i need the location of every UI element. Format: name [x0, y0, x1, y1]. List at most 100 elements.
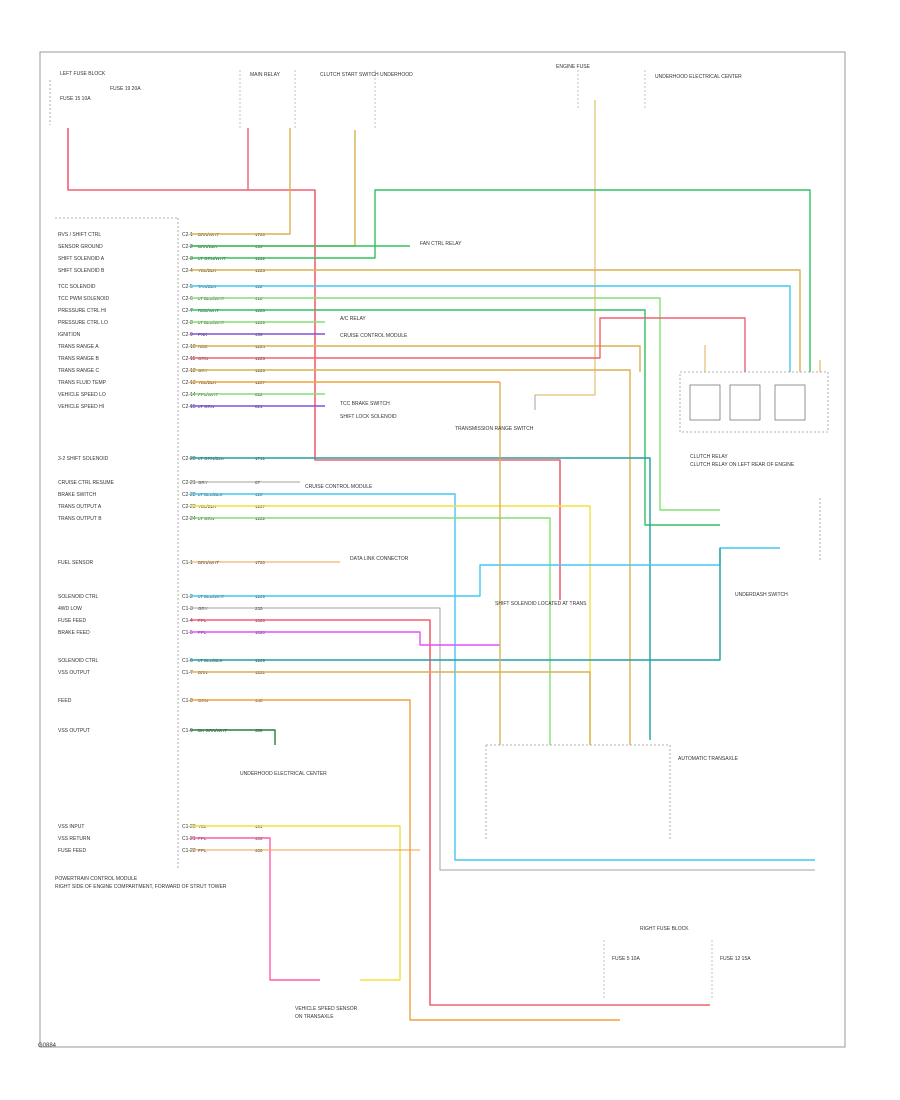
pin-number-label: C2-21 [182, 480, 196, 486]
pin-function-label: SOLENOID CTRL [58, 594, 99, 600]
pin-number-label: C1-8 [182, 698, 193, 704]
pin-number-label: C2-13 [182, 380, 196, 386]
pin-number-label: C1-7 [182, 670, 193, 676]
pin-number-label: C2-15 [182, 404, 196, 410]
diagram-frame [39, 51, 846, 1048]
pin-number-label: C1-5 [182, 630, 193, 636]
pin-number-label: C2-7 [182, 308, 193, 314]
pin-function-label: BRAKE SWITCH [58, 492, 96, 498]
vss-sensor: VEHICLE SPEED SENSOR ON TRANSAXLE [295, 1006, 358, 1020]
pin-number-label: C1-2 [182, 594, 193, 600]
pin-function-label: IGNITION [58, 332, 81, 338]
relay-note-label: CLUTCH RELAY ON LEFT REAR OF ENGINE [690, 462, 795, 468]
diagram-footer-code: G0884 [38, 1043, 57, 1049]
wire-group [67, 100, 821, 1021]
pin-function-label: 4WD LOW [58, 606, 82, 612]
right-fuse-block: RIGHT FUSE BLOCK FUSE 5 10A FUSE 12 15A [603, 926, 751, 1000]
shift-lock-note: SHIFT LOCK SOLENOID [340, 414, 397, 420]
pin-function-label: TRANS RANGE A [58, 344, 99, 350]
pin-function-label: VEHICLE SPEED HI [58, 404, 104, 410]
engine-fuse-label: ENGINE FUSE [556, 64, 591, 70]
wire-trace [190, 457, 651, 740]
pcm-box-note: RIGHT SIDE OF ENGINE COMPARTMENT, FORWAR… [55, 884, 227, 890]
wire-trace [190, 285, 791, 372]
wire-trace [190, 548, 721, 661]
wire-trace [190, 297, 720, 511]
pcm-box-title: POWERTRAIN CONTROL MODULE [55, 876, 138, 882]
pin-number-label: C1-20 [182, 824, 196, 830]
wire-trace [190, 837, 320, 981]
wire-trace [190, 369, 631, 745]
pin-number-label: C2-3 [182, 256, 193, 262]
pin-function-label: VSS OUTPUT [58, 670, 90, 676]
fuse-left-a-label: FUSE 15 10A [60, 96, 91, 102]
underdash-switch-label: UNDERDASH SWITCH [735, 592, 788, 598]
clutch-relay-box: CLUTCH RELAY CLUTCH RELAY ON LEFT REAR O… [679, 371, 829, 468]
underhood-ctr-note: UNDERHOOD ELECTRICAL CENTER [240, 771, 327, 777]
underhood-right-label: UNDERHOOD ELECTRICAL CENTER [655, 74, 742, 80]
pin-number-label: C1-3 [182, 606, 193, 612]
pin-function-label: TRANS FLUID TEMP [58, 380, 107, 386]
pin-number-label: C2-24 [182, 516, 196, 522]
side-notes: FAN CTRL RELAY A/C RELAY CRUISE CONTROL … [240, 241, 462, 777]
pin-function-label: SENSOR GROUND [58, 244, 103, 250]
pin-number-label: C2-14 [182, 392, 196, 398]
pin-function-label: SHIFT SOLENOID B [58, 268, 105, 274]
pin-function-label: FUSE FEED [58, 618, 86, 624]
pin-function-label: VSS RETURN [58, 836, 91, 842]
trans-range-label: TRANSMISSION RANGE SWITCH [455, 426, 534, 432]
pin-number-label: C2-1 [182, 232, 193, 238]
ac-relay-note: A/C RELAY [340, 316, 366, 322]
pin-number-label: C2-11 [182, 356, 195, 362]
wire-trace [190, 825, 401, 981]
wire-trace [190, 493, 815, 861]
pin-function-label: PRESSURE CTRL LO [58, 320, 108, 326]
bottom-right-fuse-label: FUSE 12 15A [720, 956, 751, 962]
pin-function-label: BRAKE FEED [58, 630, 90, 636]
fan-relay-note: FAN CTRL RELAY [420, 241, 462, 247]
cruise-module-note: CRUISE CONTROL MODULE [340, 333, 408, 339]
wire-trace [67, 128, 561, 600]
wire-trace [190, 671, 591, 745]
wire-trace [190, 631, 500, 646]
pin-function-label: VSS OUTPUT [58, 728, 90, 734]
pin-number-label: C2-5 [182, 284, 193, 290]
vss-note-label: ON TRANSAXLE [295, 1014, 334, 1020]
pin-number-label: C1-22 [182, 848, 196, 854]
pin-function-label: VSS INPUT [58, 824, 84, 830]
pin-number-label: C1-1 [182, 560, 193, 566]
pin-number-label: C1-4 [182, 618, 193, 624]
pin-function-label: TRANS OUTPUT B [58, 516, 102, 522]
pin-number-label: C2-10 [182, 344, 196, 350]
pin-function-label: SHIFT SOLENOID A [58, 256, 105, 262]
trans-range-switch: TRANSMISSION RANGE SWITCH SHIFT SOLENOID… [455, 426, 587, 607]
fuse-block-left-label: LEFT FUSE BLOCK [60, 71, 106, 77]
pin-function-label: PRESSURE CTRL HI [58, 308, 106, 314]
underdash-switch-box: UNDERDASH SWITCH [735, 498, 821, 598]
pin-function-label: SOLENOID CTRL [58, 658, 99, 664]
wire-trace [190, 607, 815, 871]
wire-trace [190, 547, 780, 597]
wire-trace [190, 505, 591, 745]
